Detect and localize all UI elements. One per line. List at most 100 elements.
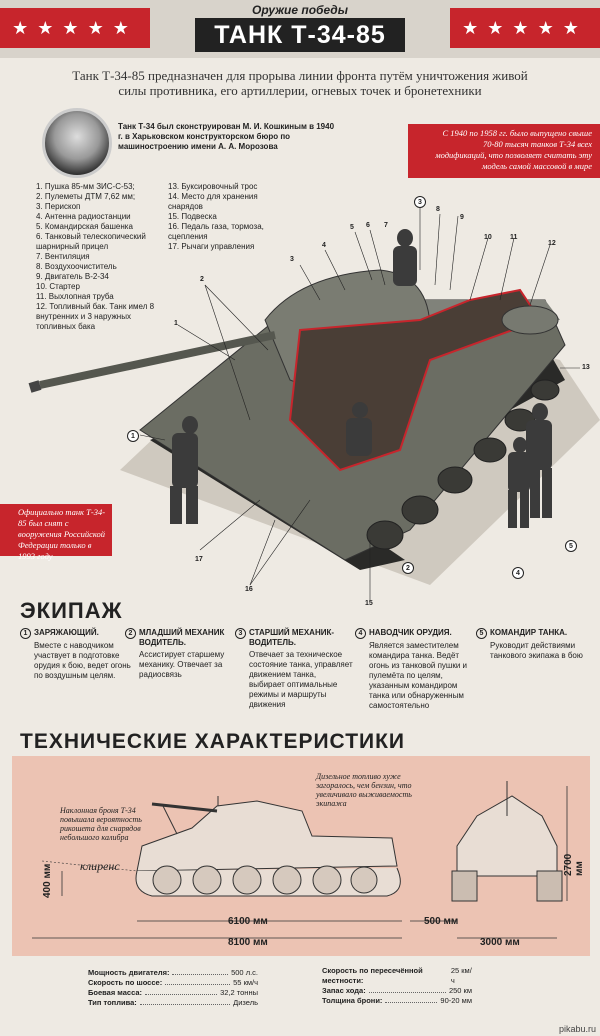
- part-item: 1. Пушка 85-мм ЗИС-С-53;: [36, 182, 135, 191]
- page-title: ТАНК Т-34-85: [195, 18, 405, 52]
- dim-clearance: 400 мм: [42, 863, 53, 898]
- part-item: 16. Педаль газа, тормоза, сцепления: [168, 222, 264, 241]
- tech-title: ТЕХНИЧЕСКИЕ ХАРАКТЕРИСТИКИ: [20, 730, 406, 753]
- spec-dots: [165, 978, 231, 985]
- dim-hull-length: 6100 мм: [228, 916, 268, 927]
- callout-7: 7: [384, 222, 388, 229]
- crew-number-badge: 3: [235, 628, 246, 639]
- callout-17: 17: [195, 556, 203, 563]
- part-item: 5. Командирская башенка: [36, 222, 133, 231]
- part-item: 8. Воздухоочиститель: [36, 262, 117, 271]
- spec-key: Боевая масса:: [88, 988, 143, 997]
- spec-value: 250 км: [448, 986, 472, 995]
- crew-figures: [170, 229, 552, 528]
- spec-key: Толщина брони:: [322, 996, 383, 1005]
- specs-right: Скорость по пересечённой местности: 25 км…: [322, 966, 472, 1006]
- part-item: 4. Антенна радиостанции: [36, 212, 131, 221]
- part-item: 13. Буксировочный трос: [168, 182, 258, 191]
- crew-description: Отвечает за техническое состояние танка,…: [249, 650, 353, 709]
- designer-caption: Танк Т-34 был сконструирован М. И. Кошки…: [118, 122, 335, 151]
- specs-left: Мощность двигателя:500 л.с.Скорость по ш…: [88, 968, 258, 1008]
- part-item: 3. Перископ: [36, 202, 81, 211]
- armor-note: Наклонная броня Т-34 повышала вероятност…: [60, 806, 142, 842]
- spec-dots: [385, 996, 438, 1003]
- spec-key: Запас хода:: [322, 986, 366, 995]
- crew-role: КОМАНДИР ТАНКА.: [490, 628, 568, 637]
- spec-row: Мощность двигателя: 500 л.с.: [88, 968, 258, 978]
- spec-value: 500 л.с.: [231, 968, 258, 977]
- callout-6: 6: [366, 222, 370, 229]
- header-banner: ★★★★★ ★★★★★ Оружие победы ТАНК Т-34-85: [0, 0, 600, 58]
- spec-key: Тип топлива:: [88, 998, 137, 1007]
- spec-row: Запас хода: 250 км: [322, 986, 472, 996]
- fuel-note: Дизельное топливо хуже загоралось, чем б…: [316, 772, 412, 808]
- part-item: 17. Рычаги управления: [168, 242, 255, 251]
- tank-side-view: [135, 796, 401, 897]
- part-item: 9. Двигатель В-2-34: [36, 272, 109, 281]
- callout-1: 1: [174, 320, 178, 327]
- part-item: 14. Место для хранения снарядов: [168, 192, 258, 211]
- callout-16: 16: [245, 586, 253, 593]
- tech-drawings: [32, 781, 568, 939]
- crew-marker-5: 5: [565, 540, 577, 552]
- part-item: 12. Топливный бак. Танк имел 8 внутренни…: [36, 302, 155, 331]
- crew-role: МЛАДШИЙ МЕХАНИК ВОДИТЕЛЬ.: [139, 628, 225, 647]
- callout-12: 12: [548, 240, 556, 247]
- spec-key: Скорость по шоссе:: [88, 978, 163, 987]
- crew-description: Руководит действиями танкового экипажа в…: [490, 641, 583, 660]
- crew-description: Ассистирует старшему механику. Отвечает …: [139, 650, 225, 679]
- part-item: 6. Танковый телескопический шарнирный пр…: [36, 232, 146, 251]
- part-item: 7. Вентиляция: [36, 252, 90, 261]
- parts-list-1: 1. Пушка 85-мм ЗИС-С-53;2. Пулеметы ДТМ …: [36, 182, 166, 332]
- callout-11: 11: [510, 234, 518, 241]
- spec-value: 25 км/ч: [450, 966, 472, 985]
- production-note: С 1940 по 1958 гг. было выпущено свыше 7…: [408, 124, 600, 178]
- spec-row: Толщина брони:90-20 мм: [322, 996, 472, 1006]
- crew-number-badge: 4: [355, 628, 366, 639]
- spec-row: Тип топлива: Дизель: [88, 998, 258, 1008]
- clearance-label: клиренс: [80, 859, 120, 873]
- spec-row: Скорость по шоссе: 55 км/ч: [88, 978, 258, 988]
- callout-13: 13: [582, 364, 590, 371]
- decommission-note: Официально танк Т-34-85 был снят с воору…: [0, 504, 112, 561]
- spec-dots: [145, 988, 218, 995]
- designer-portrait: [42, 108, 112, 178]
- crew-marker-2: 2: [402, 562, 414, 574]
- tank-illustration: [28, 200, 600, 600]
- spec-dots: [139, 998, 231, 1005]
- watermark: pikabu.ru: [558, 1024, 596, 1034]
- tank-gun: [39, 331, 276, 389]
- intro-text: Танк Т-34-85 предназначен для прорыва ли…: [72, 68, 528, 98]
- crew-number-badge: 1: [20, 628, 31, 639]
- spec-key: Скорость по пересечённой местности:: [322, 966, 423, 985]
- spec-row: Боевая масса: 32,2 тонны: [88, 988, 258, 998]
- part-item: 2. Пулеметы ДТМ 7,62 мм;: [36, 192, 136, 201]
- crew-role: НАВОДЧИК ОРУДИЯ.: [369, 628, 452, 637]
- part-item: 15. Подвеска: [168, 212, 217, 221]
- stars-left: ★★★★★: [0, 8, 150, 48]
- part-item: 10. Стартер: [36, 282, 80, 291]
- crew-marker-1: 1: [127, 430, 139, 442]
- spec-key: Мощность двигателя:: [88, 968, 170, 977]
- stars-right: ★★★★★: [450, 8, 600, 48]
- dim-width: 3000 мм: [480, 937, 520, 948]
- fuel-tank-external: [501, 305, 559, 335]
- callout-4: 4: [322, 242, 326, 249]
- crew-description: Является заместителем командира танка. В…: [369, 641, 467, 710]
- callout-10: 10: [484, 234, 492, 241]
- spec-value: 55 км/ч: [233, 978, 258, 987]
- spec-value: 32,2 тонны: [220, 988, 258, 997]
- crew-marker-3: 3: [414, 196, 426, 208]
- tank-front-view: [451, 781, 563, 902]
- crew-description: Вместе с наводчиком участвует в подготов…: [34, 641, 131, 680]
- spec-value: Дизель: [233, 998, 258, 1007]
- callout-9: 9: [460, 214, 464, 221]
- dim-total-length: 8100 мм: [228, 937, 268, 948]
